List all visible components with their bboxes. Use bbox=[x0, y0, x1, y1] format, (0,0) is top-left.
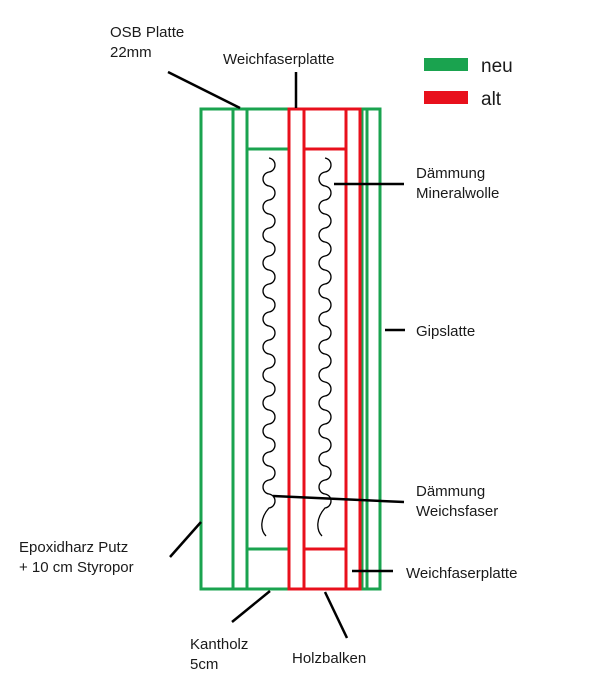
leader-osb bbox=[167, 70, 241, 110]
legend-swatch-new bbox=[424, 58, 468, 71]
label-kantholz-line1: Kantholz bbox=[190, 636, 248, 653]
insulation-weichfaser-wave bbox=[261, 157, 276, 537]
label-osb-line2: 22mm bbox=[110, 44, 152, 61]
label-mineralwolle-line1: Dämmung bbox=[416, 165, 485, 182]
label-daemmung-mineralwolle: Dämmung Mineralwolle bbox=[416, 165, 499, 202]
layer-weichfaserplatte-inner bbox=[344, 107, 362, 591]
label-mineralwolle-line2: Mineralwolle bbox=[416, 185, 499, 202]
label-epoxidharz-putz: Epoxidharz Putz + 10 cm Styropor bbox=[19, 539, 134, 576]
layer-kantholz bbox=[245, 107, 291, 591]
label-gipslatte: Gipslatte bbox=[416, 323, 475, 340]
legend-label-new: neu bbox=[481, 56, 513, 77]
label-weichsfaser-line1: Dämmung bbox=[416, 483, 485, 500]
label-daemmung-weichsfaser: Dämmung Weichsfaser bbox=[416, 483, 498, 520]
label-weichfaserplatte-top: Weichfaserplatte bbox=[223, 51, 334, 68]
legend-swatch-old bbox=[424, 91, 468, 104]
leader-epoxidharz bbox=[169, 521, 202, 558]
leader-holzbalken bbox=[323, 591, 349, 639]
label-epoxidharz-line2: + 10 cm Styropor bbox=[19, 559, 134, 576]
label-kantholz-line2: 5cm bbox=[190, 656, 218, 673]
layer-osb-platte bbox=[231, 107, 249, 591]
label-weichfaserplatte-bottom: Weichfaserplatte bbox=[406, 565, 517, 582]
label-kantholz: Kantholz 5cm bbox=[190, 636, 253, 673]
layer-gipslatte bbox=[360, 107, 382, 591]
label-weichsfaser-line2: Weichsfaser bbox=[416, 503, 498, 520]
label-epoxidharz-line1: Epoxidharz Putz bbox=[19, 539, 128, 556]
insulation-mineralwolle-wave bbox=[317, 157, 332, 537]
label-osb-line1: OSB Platte bbox=[110, 24, 184, 41]
label-osb-platte: OSB Platte 22mm bbox=[110, 24, 188, 61]
leader-weichsfaser bbox=[272, 494, 405, 504]
layer-epoxidharz-styropor bbox=[199, 107, 235, 591]
layer-weichfaserplatte-outer bbox=[287, 107, 306, 591]
layer-holzbalken bbox=[302, 107, 348, 591]
legend-label-old: alt bbox=[481, 89, 502, 110]
leader-kantholz bbox=[231, 590, 271, 623]
label-holzbalken: Holzbalken bbox=[292, 650, 366, 667]
